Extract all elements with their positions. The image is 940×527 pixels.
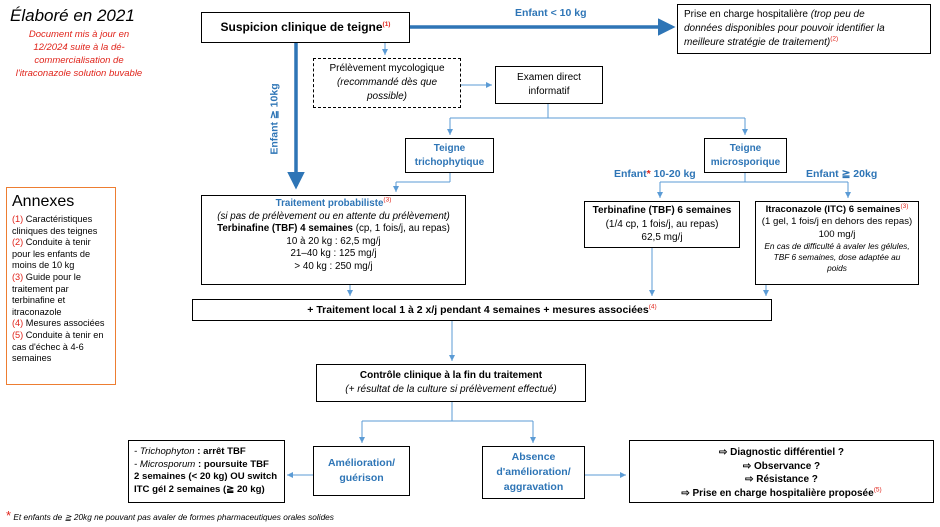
annex-item[interactable]: (5) Conduite à tenir en cas d'échec à 4-… xyxy=(12,329,104,364)
annexes-panel: Annexes (1) Caractéristiques cliniques d… xyxy=(6,187,116,385)
amelioration-node: Amélioration/ guérison xyxy=(313,446,410,496)
tricho-node: Teigne trichophytique xyxy=(405,138,494,173)
annex-item[interactable]: (3) Guide pour le traitement par terbina… xyxy=(12,271,81,317)
label-enfant-ge10: Enfant ≧ 10kg xyxy=(268,83,281,155)
treatment-result-node: - Trichophyton : arrêt TBF - Microsporum… xyxy=(128,440,285,503)
examen-node: Examen direct informatif xyxy=(495,66,603,104)
itc6-node: Itraconazole (ITC) 6 semaines(3) (1 gel,… xyxy=(755,201,919,285)
failure-node: ⇨ Diagnostic différentiel ? ⇨ Observance… xyxy=(629,440,934,503)
prelevement-node: Prélèvement mycologique (recommandé dès … xyxy=(313,58,461,108)
annex-item[interactable]: (4) Mesures associées xyxy=(12,318,105,329)
probabiliste-node: Traitement probabiliste(3) (si pas de pr… xyxy=(201,195,466,285)
hospital-node: Prise en charge hospitalière (trop peu d… xyxy=(677,4,931,54)
annex-item[interactable]: (1) Caractéristiques cliniques des teign… xyxy=(12,214,98,236)
annex-item[interactable]: (2) Conduite à tenir pour les enfants de… xyxy=(12,237,91,271)
label-enfant-lt10: Enfant < 10 kg xyxy=(515,7,587,19)
elabore-title: Élaboré en 2021 xyxy=(10,6,135,25)
label-enfant-ge20: Enfant ≧ 20kg xyxy=(806,168,878,180)
label-enfant-10-20: Enfant* 10-20 kg xyxy=(614,168,696,180)
update-note: Document mis à jour en 12/2024 suite à l… xyxy=(15,29,143,79)
footnote: * Et enfants de ≧ 20kg ne pouvant pas av… xyxy=(6,508,334,523)
controle-node: Contrôle clinique à la fin du traitement… xyxy=(316,364,586,402)
absence-node: Absence d'amélioration/ aggravation xyxy=(482,446,585,499)
tbf6-node: Terbinafine (TBF) 6 semaines (1/4 cp, 1 … xyxy=(584,201,740,248)
suspicion-node: Suspicion clinique de teigne(1) xyxy=(201,12,410,43)
micro-node: Teigne microsporique xyxy=(704,138,787,173)
annexes-title: Annexes xyxy=(12,193,75,210)
local-node: + Traitement local 1 à 2 x/j pendant 4 s… xyxy=(192,299,772,321)
